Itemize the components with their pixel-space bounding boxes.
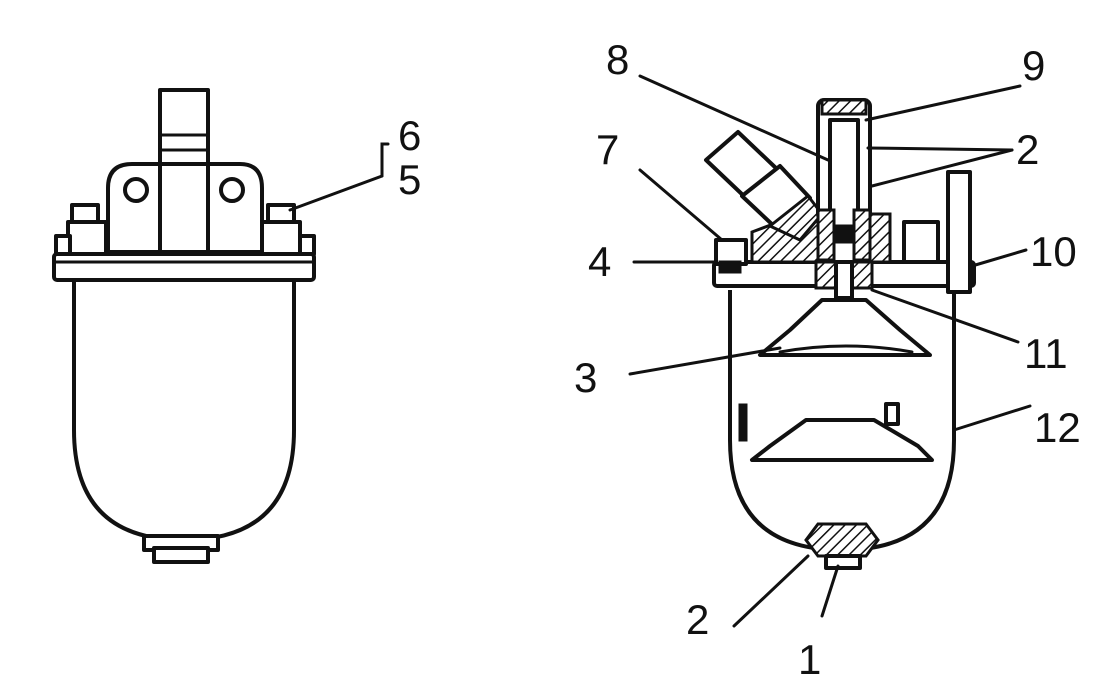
label-7: 7: [596, 126, 619, 173]
filter-exterior-view: [52, 88, 316, 564]
flange: [52, 252, 316, 282]
label-1: 1: [798, 636, 821, 683]
upper-cone: [758, 298, 932, 357]
label-9: 9: [1022, 42, 1045, 89]
bracket-hole-left: [123, 177, 149, 203]
label-4: 4: [588, 238, 611, 285]
angled-fitting: [704, 130, 824, 242]
label-11: 11: [1024, 330, 1068, 377]
label-5: 5: [398, 156, 421, 203]
label-12: 12: [1034, 404, 1081, 451]
section-bolt-left: [714, 238, 748, 266]
bracket-hole-right: [219, 177, 245, 203]
bolt-nut-left: [66, 220, 108, 256]
label-2-top: 2: [1016, 126, 1039, 173]
bolt-nut-right: [260, 220, 302, 256]
callout-labels: 6 5 8 9 2 7 4 10 11 3 12 2 1: [398, 36, 1081, 683]
leader-lines: [288, 74, 1032, 628]
section-bracket: [946, 170, 972, 294]
section-bolt-right: [902, 220, 940, 264]
label-10: 10: [1030, 228, 1077, 275]
section-drain-plug: [804, 522, 880, 558]
label-2-bottom: 2: [686, 596, 709, 643]
lower-deflector: [750, 418, 934, 462]
label-6: 6: [398, 112, 421, 159]
label-8: 8: [606, 36, 629, 83]
drain-plug: [152, 546, 210, 564]
label-3: 3: [574, 354, 597, 401]
filter-bowl: [72, 282, 296, 542]
filter-section-view: [704, 98, 976, 570]
